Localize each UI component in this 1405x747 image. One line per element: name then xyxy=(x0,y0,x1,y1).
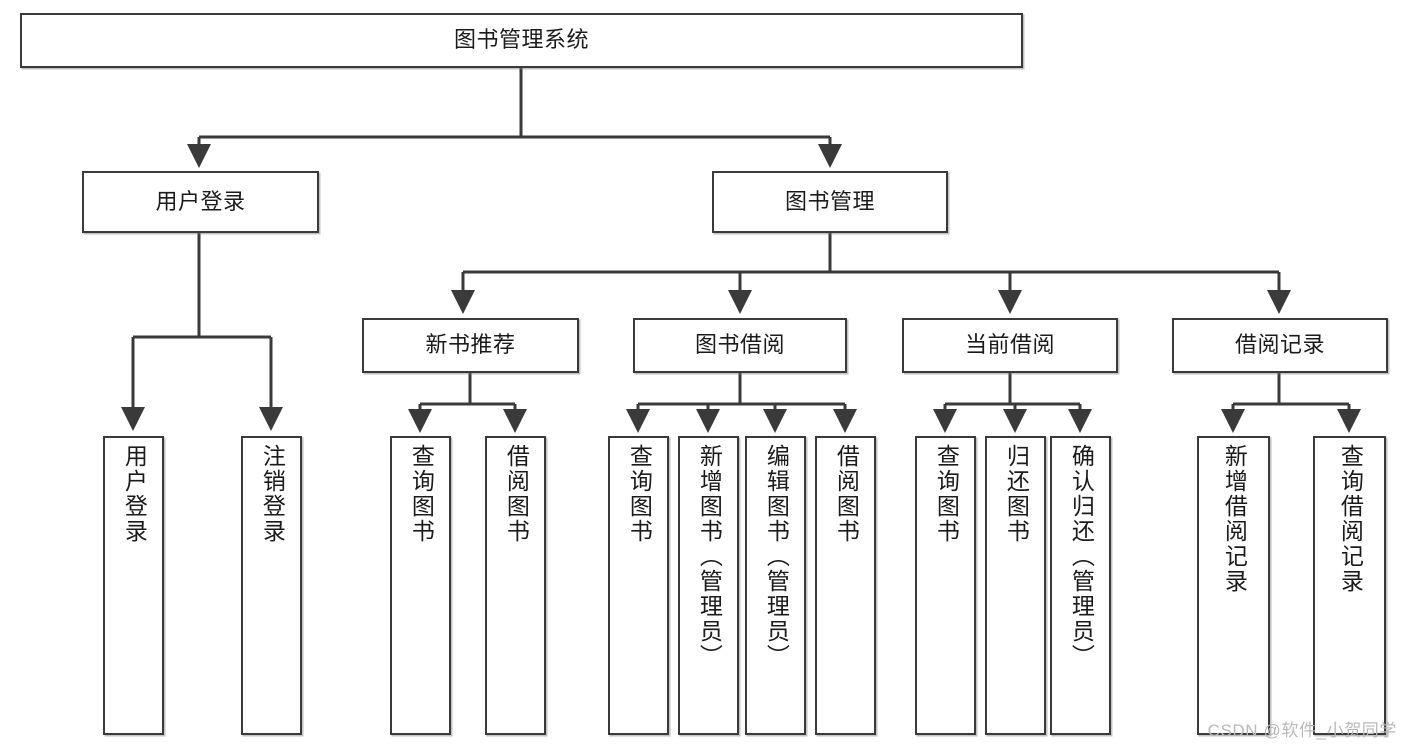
node-label: 图书借阅 xyxy=(694,332,785,358)
node-label: 用户登录 xyxy=(155,188,246,214)
node-label: 查询图书 xyxy=(933,444,960,544)
node-leaf-query-book-1[interactable]: 查询图书 xyxy=(390,436,451,735)
node-leaf-query-book-3[interactable]: 查询图书 xyxy=(915,436,976,735)
node-leaf-add-borrow-record[interactable]: 新增借阅记录 xyxy=(1197,436,1270,735)
node-label: 查询图书 xyxy=(408,444,435,544)
node-label: 用户登录 xyxy=(121,444,148,544)
node-label: 新书推荐 xyxy=(425,332,516,358)
node-label: 新增借阅记录 xyxy=(1221,444,1248,594)
node-leaf-return-book[interactable]: 归还图书 xyxy=(985,436,1046,735)
node-leaf-confirm-return-admin[interactable]: 确认归还（管理员） xyxy=(1050,436,1111,735)
node-label: 当前借阅 xyxy=(964,332,1055,358)
node-label: 归还图书 xyxy=(1003,444,1030,544)
node-leaf-edit-book-admin[interactable]: 编辑图书（管理员） xyxy=(745,436,806,735)
node-borrow-record[interactable]: 借阅记录 xyxy=(1172,318,1388,373)
node-book-borrow[interactable]: 图书借阅 xyxy=(633,318,847,373)
node-label: 借阅图书 xyxy=(503,444,530,544)
node-label: 查询借阅记录 xyxy=(1337,444,1364,594)
node-label: 图书管理系统 xyxy=(453,27,589,53)
node-book-manage[interactable]: 图书管理 xyxy=(712,171,948,233)
node-leaf-add-book-admin[interactable]: 新增图书（管理员） xyxy=(678,436,739,735)
node-label: 查询图书 xyxy=(626,444,653,544)
node-label: 确认归还（管理员） xyxy=(1068,444,1095,669)
node-label: 图书管理 xyxy=(784,188,875,214)
node-user-login[interactable]: 用户登录 xyxy=(82,171,319,233)
node-label: 借阅记录 xyxy=(1234,332,1325,358)
node-label: 注销登录 xyxy=(259,444,286,544)
node-new-book-recommend[interactable]: 新书推荐 xyxy=(362,318,579,373)
node-leaf-borrow-book-2[interactable]: 借阅图书 xyxy=(815,436,876,735)
node-leaf-query-book-2[interactable]: 查询图书 xyxy=(608,436,669,735)
node-leaf-query-borrow-record[interactable]: 查询借阅记录 xyxy=(1313,436,1386,735)
node-label: 新增图书（管理员） xyxy=(696,444,723,669)
node-leaf-user-login[interactable]: 用户登录 xyxy=(103,436,164,735)
node-root-book-management-system[interactable]: 图书管理系统 xyxy=(20,13,1023,68)
node-label: 借阅图书 xyxy=(833,444,860,544)
node-leaf-borrow-book-1[interactable]: 借阅图书 xyxy=(485,436,546,735)
node-label: 编辑图书（管理员） xyxy=(763,444,790,669)
node-leaf-logout-login[interactable]: 注销登录 xyxy=(241,436,302,735)
node-current-borrow[interactable]: 当前借阅 xyxy=(902,318,1118,373)
